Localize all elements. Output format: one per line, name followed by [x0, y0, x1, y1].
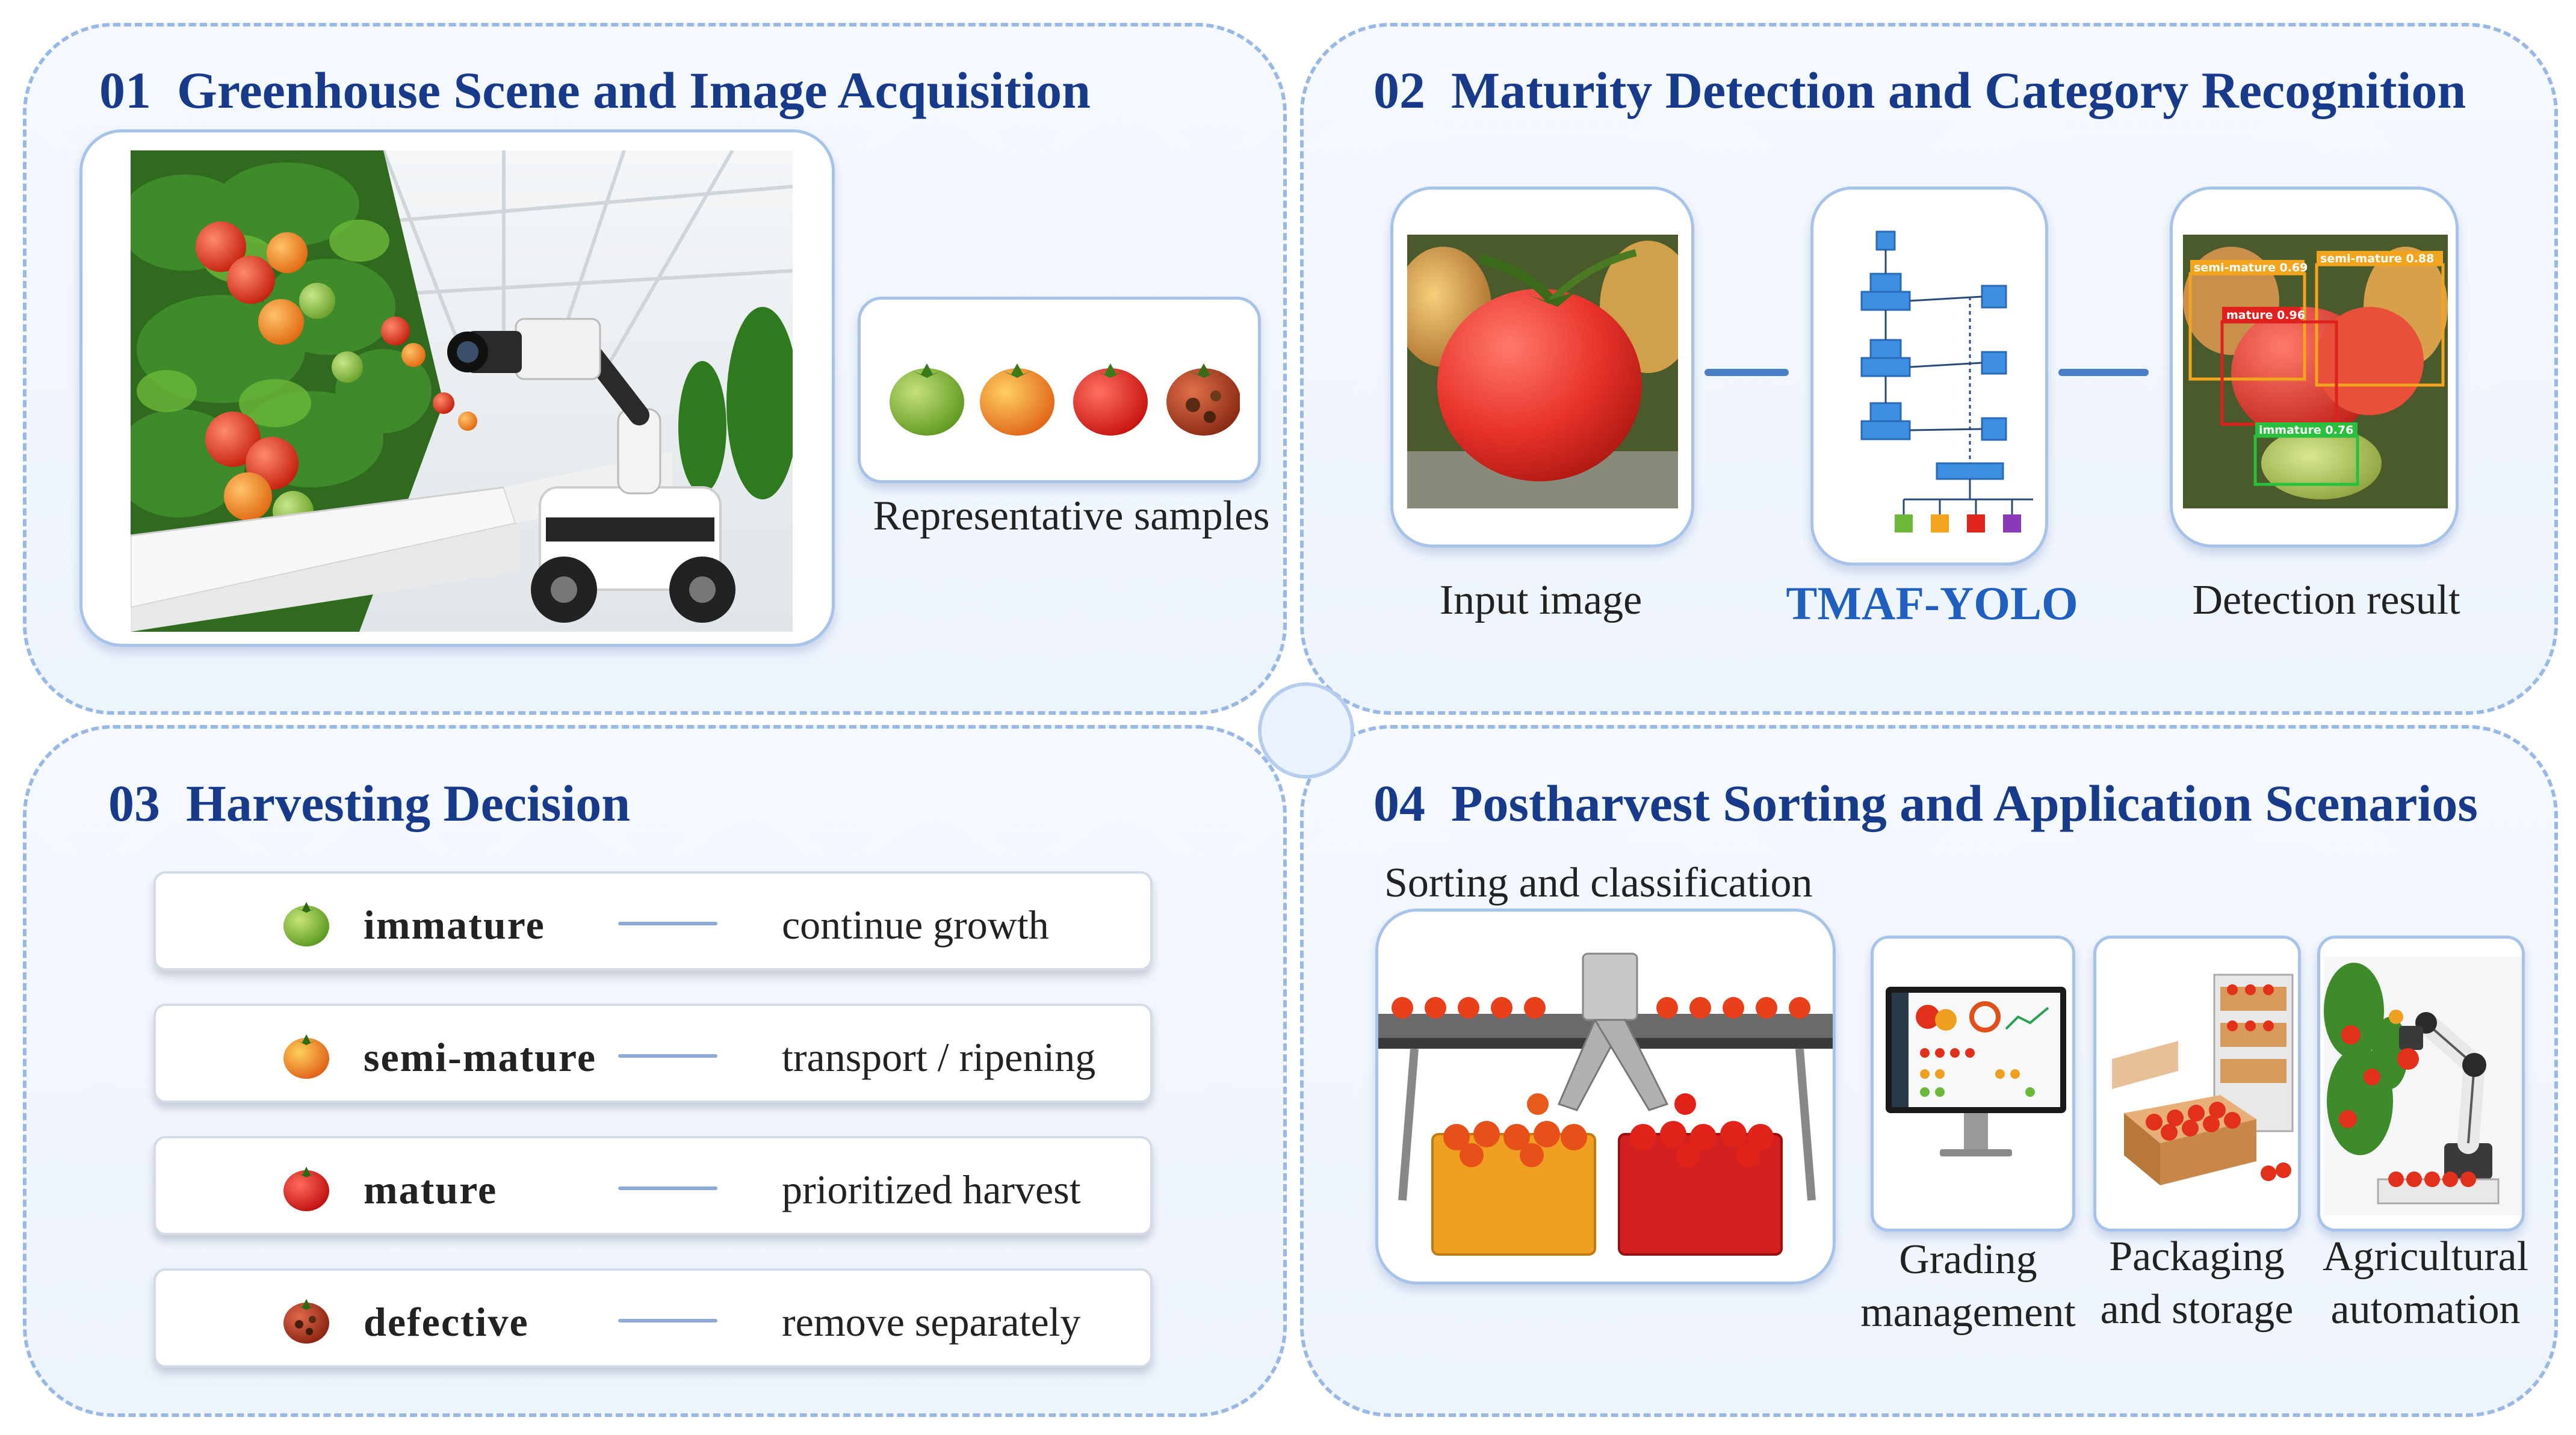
category-label: mature	[364, 1167, 498, 1212]
det-label-semi-1: semi-mature 0.69	[2194, 261, 2308, 274]
input-image-card	[1390, 187, 1694, 548]
detection-result-label: Detection result	[2192, 577, 2460, 623]
row-connector	[618, 1319, 717, 1322]
grading-management-card	[1871, 936, 2075, 1232]
packaging-storage-card	[2093, 936, 2301, 1232]
monitor-dashboard-icon	[1886, 987, 2066, 1156]
connector-input-model	[1704, 369, 1789, 376]
greenhouse-scene-card	[79, 129, 835, 647]
category-label: semi-mature	[364, 1034, 597, 1080]
row-connector	[618, 1187, 717, 1190]
panel-2-title: 02 Maturity Detection and Category Recog…	[1373, 61, 2466, 119]
input-image-label: Input image	[1439, 577, 1643, 623]
representative-samples-label: Representative samples	[873, 493, 1270, 539]
sorting-machine-card	[1375, 909, 1836, 1285]
decision-row-mature: mature prioritized harvest	[153, 1136, 1153, 1235]
tomato-samples	[890, 363, 1240, 436]
detection-result-card: semi-mature 0.69 semi-mature 0.88 mature…	[2170, 187, 2459, 548]
representative-samples-card	[858, 297, 1261, 483]
sorting-label: Sorting and classification	[1384, 860, 1813, 906]
row-connector	[618, 922, 717, 925]
detection-result-image: semi-mature 0.69 semi-mature 0.88 mature…	[2183, 235, 2448, 508]
action-label: transport / ripening	[782, 1034, 1096, 1080]
row-connector	[618, 1054, 717, 1058]
category-label: defective	[364, 1299, 529, 1345]
packaging-storage-icon	[2112, 974, 2294, 1185]
mature-tomato-icon	[283, 1167, 329, 1211]
decision-row-immature: immature continue growth	[153, 871, 1153, 971]
action-label: remove separately	[782, 1299, 1081, 1345]
network-architecture-icon	[1860, 230, 2033, 532]
connector-model-result	[2058, 369, 2149, 376]
det-label-mature: mature 0.96	[2226, 309, 2305, 322]
det-label-immature: immature 0.76	[2259, 424, 2353, 437]
panel-3-title: 03 Harvesting Decision	[108, 774, 631, 832]
panel-4-title: 04 Postharvest Sorting and Application S…	[1373, 774, 2478, 832]
semi-mature-tomato-icon	[283, 1034, 329, 1079]
model-name-label: TMAF-YOLO	[1786, 577, 2078, 629]
sorting-machine-image	[1378, 952, 1833, 1256]
decision-row-defective: defective remove separately	[153, 1268, 1153, 1368]
det-label-semi-2: semi-mature 0.88	[2320, 252, 2434, 265]
model-architecture-card	[1810, 187, 2048, 566]
action-label: prioritized harvest	[782, 1167, 1081, 1212]
input-tomato-image	[1407, 235, 1678, 508]
category-label: immature	[364, 902, 545, 948]
agricultural-automation-card	[2317, 936, 2525, 1232]
panel-1-title: 01 Greenhouse Scene and Image Acquisitio…	[99, 61, 1091, 119]
decision-row-semi-mature: semi-mature transport / ripening	[153, 1004, 1153, 1103]
greenhouse-robot-scene	[131, 150, 793, 632]
robot-arm-harvest-icon	[2324, 957, 2522, 1215]
center-connector	[1258, 682, 1354, 779]
defective-tomato-icon	[283, 1299, 329, 1344]
action-label: continue growth	[782, 902, 1049, 948]
immature-tomato-icon	[283, 902, 329, 946]
